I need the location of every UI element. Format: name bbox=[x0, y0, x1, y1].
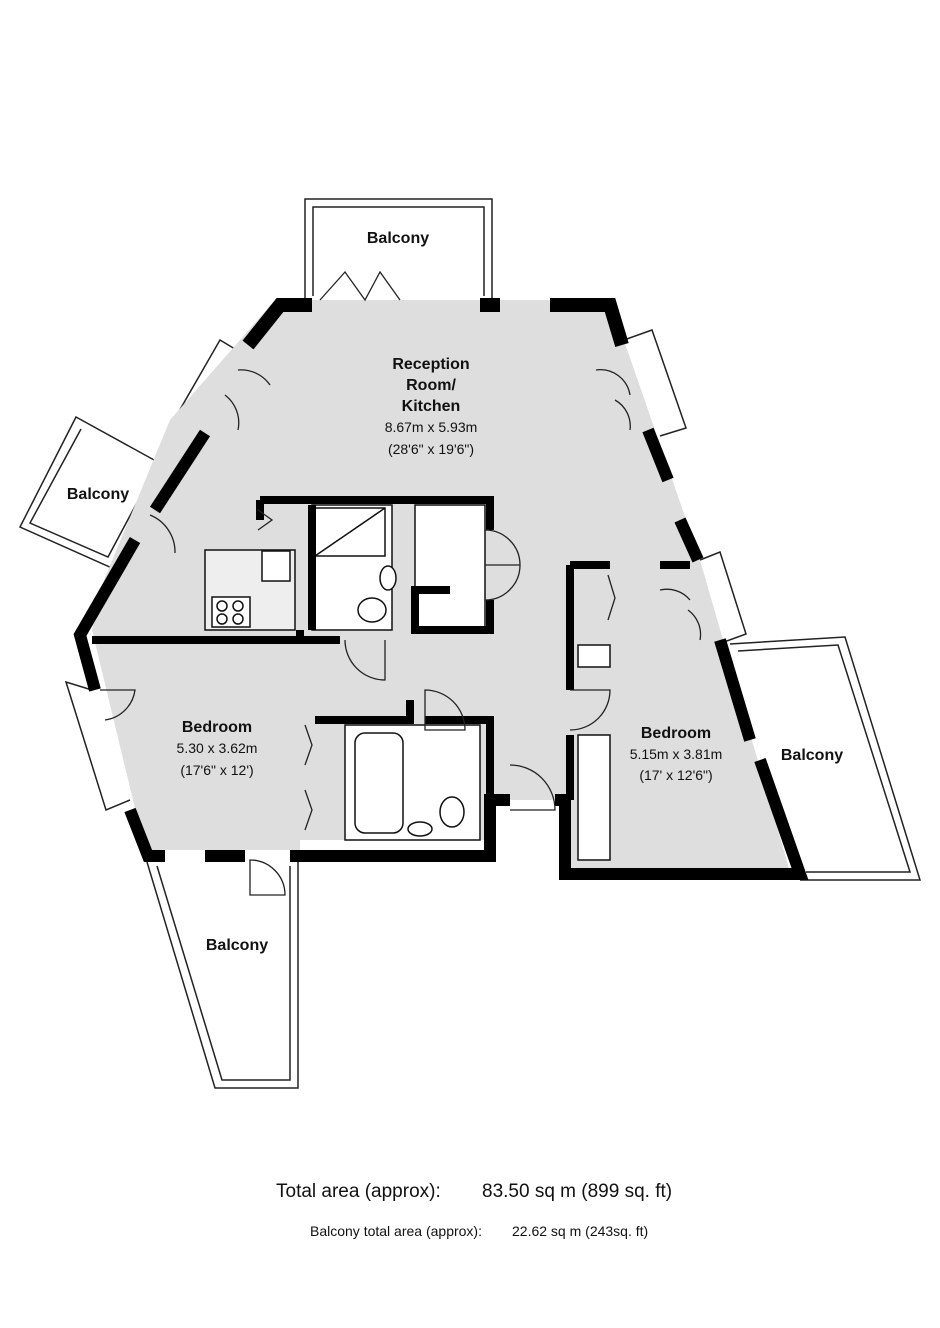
hob-ring-2 bbox=[232, 600, 244, 612]
balcony-left-inner bbox=[28, 428, 157, 558]
hob-ring-1 bbox=[216, 600, 228, 612]
bedroom-right-title: Bedroom bbox=[641, 725, 711, 742]
balcony-bottom-inner bbox=[156, 865, 291, 1081]
bedroom-left-title: Bedroom bbox=[182, 719, 252, 736]
bathtub bbox=[354, 732, 404, 834]
wall-partition-right-bedroom bbox=[566, 561, 690, 800]
door-top-left-bay bbox=[224, 369, 271, 431]
door-bath bbox=[424, 689, 466, 731]
wall-right-upper bbox=[642, 427, 704, 563]
balcony-bottom-outline bbox=[146, 861, 299, 1089]
hob-ring-4 bbox=[232, 613, 244, 625]
door-left-balcony bbox=[100, 689, 136, 721]
door-right-bedroom bbox=[569, 689, 611, 731]
bay-window-top-right bbox=[623, 329, 687, 437]
door-hall bbox=[344, 639, 386, 681]
door-kitchen-store bbox=[484, 529, 521, 601]
bay-window-right-bedroom bbox=[699, 551, 747, 643]
door-top-right-bay bbox=[595, 369, 631, 431]
balcony-area-value: 22.62 sq m (243sq. ft) bbox=[512, 1223, 649, 1239]
wall-right-mid bbox=[714, 638, 756, 742]
reception-title-1: Reception bbox=[392, 356, 469, 373]
wardrobe-doors-right bbox=[607, 574, 616, 621]
shower-diag bbox=[314, 507, 386, 557]
sink bbox=[261, 550, 291, 582]
wall-left-lower bbox=[124, 807, 300, 862]
wc-bottom bbox=[439, 796, 465, 828]
hob-ring-3 bbox=[216, 613, 228, 625]
balcony-top-inner bbox=[312, 206, 485, 296]
balcony-right-inner bbox=[737, 644, 912, 873]
walls bbox=[73, 298, 809, 880]
wc-right bbox=[357, 597, 387, 623]
door-bottom-balcony bbox=[249, 859, 286, 896]
balcony-right-outline bbox=[729, 636, 922, 881]
wall-partition-hall bbox=[92, 505, 340, 644]
balcony-bottom-label: Balcony bbox=[206, 937, 268, 954]
wall-partition-bath bbox=[315, 700, 494, 800]
total-area-label: Total area (approx): bbox=[276, 1181, 441, 1202]
basin-bottom bbox=[407, 821, 433, 837]
balcony-right-label: Balcony bbox=[781, 747, 843, 764]
wall-partition-kitchen bbox=[256, 496, 494, 634]
bedroom-left-dim-m: 5.30 x 3.62m bbox=[177, 740, 258, 756]
door-left-balcony-upper bbox=[149, 514, 176, 554]
store-room bbox=[414, 504, 486, 631]
reception-dim-ft: (28'6" x 19'6") bbox=[388, 441, 474, 457]
service-rooms bbox=[204, 504, 611, 861]
reception-title-3: Kitchen bbox=[402, 398, 461, 415]
bedroom-left-dim-ft: (17'6" x 12') bbox=[180, 762, 253, 778]
doors bbox=[100, 270, 702, 896]
door-bottom-right bbox=[509, 764, 556, 811]
total-area-value: 83.50 sq m (899 sq. ft) bbox=[482, 1181, 673, 1202]
wardrobe-right bbox=[577, 644, 611, 668]
bedroom-right-dim-m: 5.15m x 3.81m bbox=[630, 746, 723, 762]
wall-left-upper bbox=[73, 429, 211, 692]
door-shower bbox=[257, 509, 274, 531]
wall-right-lower bbox=[555, 758, 809, 880]
door-right-bay bbox=[659, 588, 702, 641]
wall-top-right bbox=[480, 298, 629, 348]
reception-title-2: Room/ bbox=[406, 377, 456, 394]
wardrobe-doors-left bbox=[304, 724, 313, 831]
storage-right bbox=[577, 734, 611, 861]
wall-bottom-centre bbox=[300, 794, 510, 862]
folding-door-top bbox=[319, 270, 401, 302]
balcony-top-outline bbox=[304, 198, 493, 302]
bay-window-left-bedroom bbox=[64, 680, 131, 812]
balcony-top-label: Balcony bbox=[367, 230, 429, 247]
basin-top bbox=[379, 565, 397, 591]
reception-dim-m: 8.67m x 5.93m bbox=[385, 419, 478, 435]
balcony-left-label: Balcony bbox=[67, 486, 129, 503]
wall-top-left bbox=[242, 298, 312, 350]
bedroom-right-dim-ft: (17' x 12'6") bbox=[639, 767, 712, 783]
balcony-area-label: Balcony total area (approx): bbox=[310, 1223, 482, 1239]
